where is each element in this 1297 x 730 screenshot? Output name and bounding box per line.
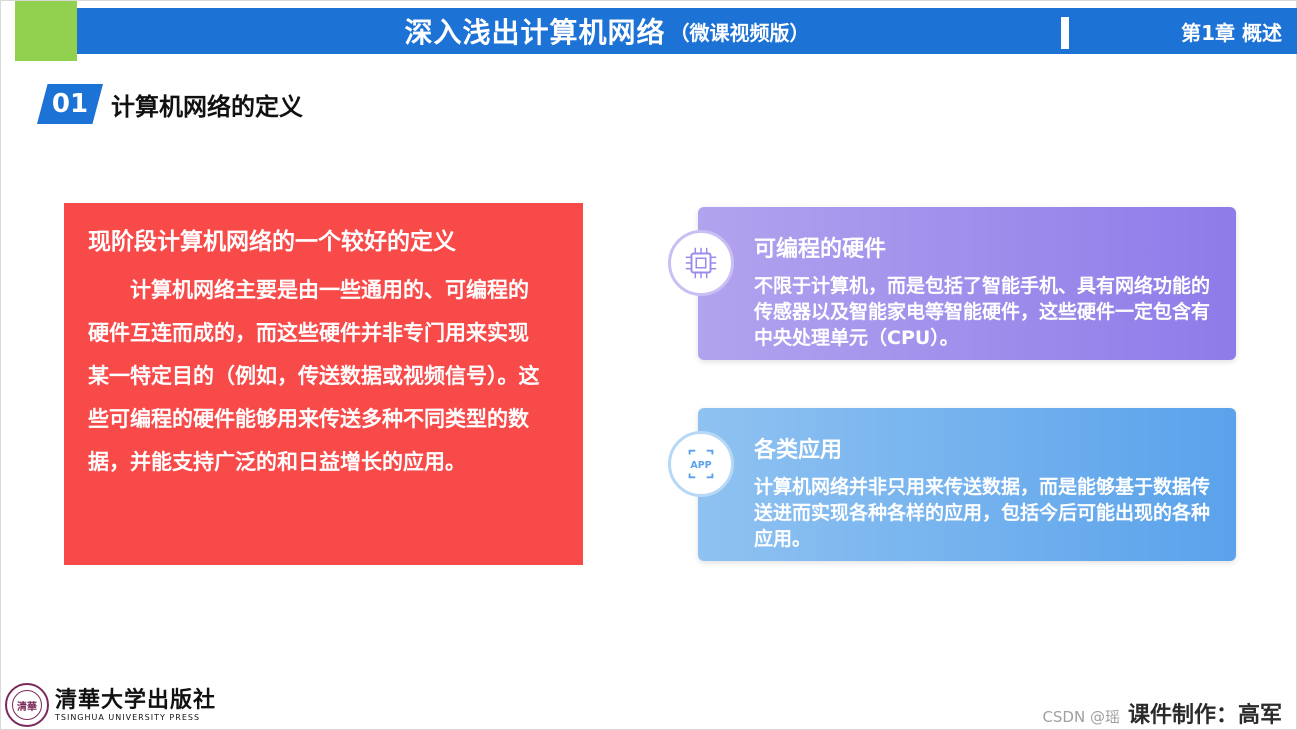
watermark-author: 课件制作：高军 bbox=[1127, 703, 1282, 728]
definition-heading: 现阶段计算机网络的一个较好的定义 bbox=[88, 229, 456, 255]
course-title: 深入浅出计算机网络 （微课视频版） bbox=[77, 8, 1137, 54]
publisher-seal-text: 清華 bbox=[12, 690, 42, 720]
applications-card-body: 计算机网络并非只用来传送数据，而是能够基于数据传送进而实现各种各样的应用，包括今… bbox=[754, 476, 1211, 550]
chip-icon bbox=[668, 230, 734, 296]
watermark-site: CSDN @瑶 bbox=[1042, 708, 1120, 726]
publisher-name-en: TSINGHUA UNIVERSITY PRESS bbox=[55, 713, 201, 722]
header-bar: 深入浅出计算机网络 （微课视频版） 第1章 概述 bbox=[77, 8, 1297, 54]
publisher-name-cn: 清華大学出版社 bbox=[55, 687, 217, 713]
course-title-main: 深入浅出计算机网络 bbox=[404, 16, 666, 49]
hardware-card-body: 不限于计算机，而是包括了智能手机、具有网络功能的传感器以及智能家电等智能硬件，这… bbox=[754, 275, 1211, 349]
chapter-label: 第1章 概述 bbox=[1181, 20, 1282, 45]
section-title: 计算机网络的定义 bbox=[111, 92, 303, 121]
app-icon-label: APP bbox=[690, 460, 711, 471]
section-number-badge: 01 bbox=[37, 84, 103, 124]
header-divider bbox=[1061, 17, 1069, 49]
definition-body: 计算机网络主要是由一些通用的、可编程的硬件互连而成的，而这些硬件并非专门用来实现… bbox=[88, 278, 540, 474]
course-title-subtitle: （微课视频版） bbox=[669, 20, 810, 45]
publisher-logo: 清華 清華大学出版社 TSINGHUA UNIVERSITY PRESS bbox=[5, 683, 216, 727]
watermark: CSDN @瑶 课件制作：高军 bbox=[1042, 697, 1282, 729]
publisher-name: 清華大学出版社 TSINGHUA UNIVERSITY PRESS bbox=[55, 687, 216, 723]
publisher-seal: 清華 bbox=[5, 683, 49, 727]
accent-square bbox=[15, 1, 77, 61]
definition-card: 现阶段计算机网络的一个较好的定义 计算机网络主要是由一些通用的、可编程的硬件互连… bbox=[64, 203, 583, 565]
app-icon: APP bbox=[668, 431, 734, 497]
hardware-card: 可编程的硬件 不限于计算机，而是包括了智能手机、具有网络功能的传感器以及智能家电… bbox=[698, 207, 1236, 360]
applications-card: 各类应用 计算机网络并非只用来传送数据，而是能够基于数据传送进而实现各种各样的应… bbox=[698, 408, 1236, 561]
hardware-card-title: 可编程的硬件 bbox=[754, 237, 887, 262]
applications-card-title: 各类应用 bbox=[754, 438, 843, 463]
